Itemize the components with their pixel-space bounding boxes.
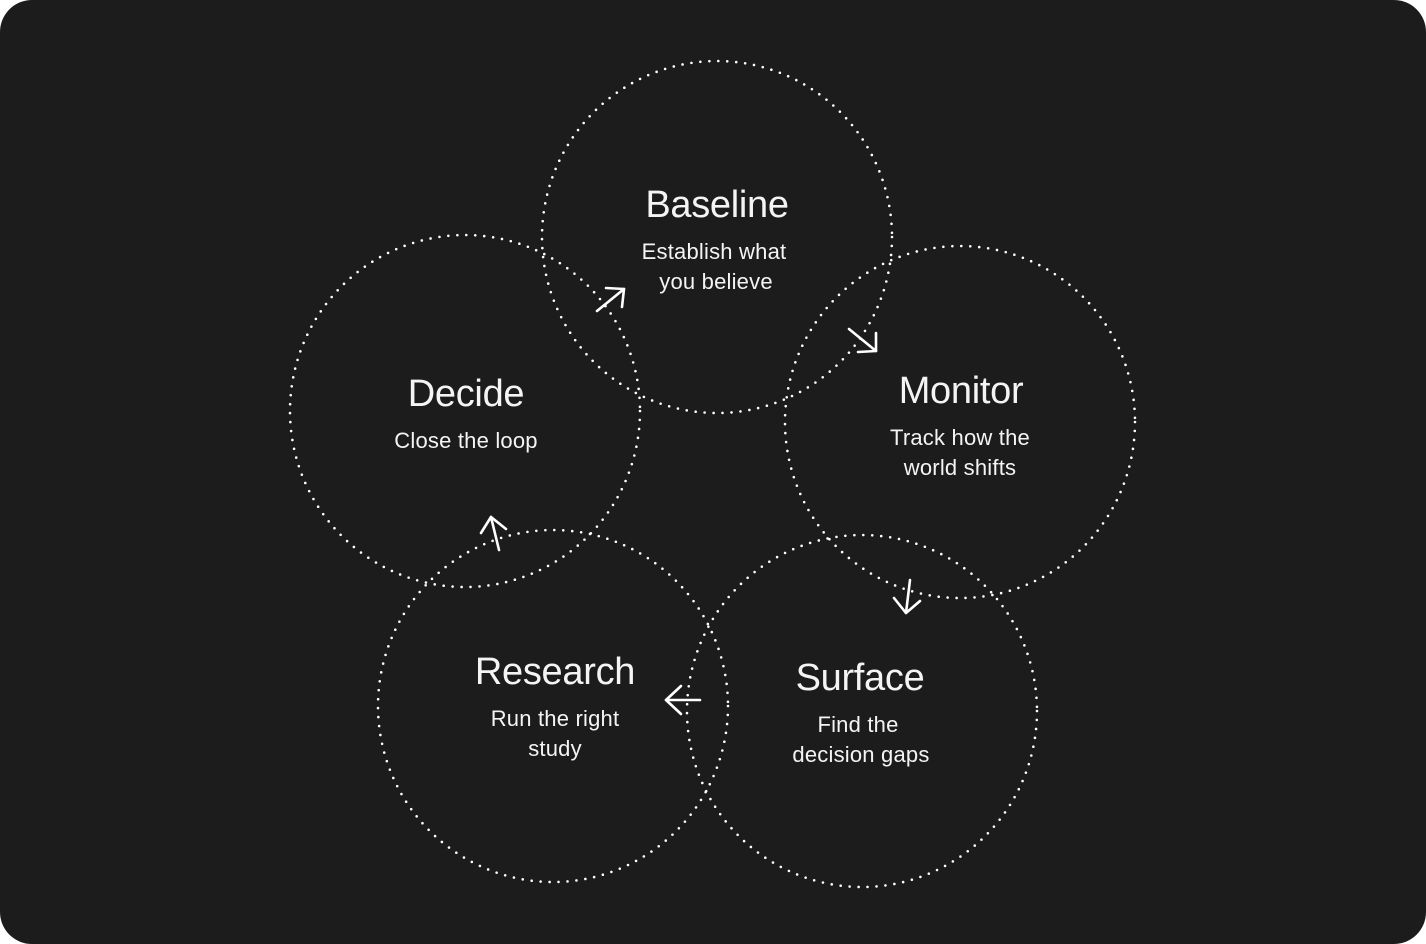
node-title: Baseline (645, 184, 788, 226)
node-baseline: Baseline Establish what you believe (642, 184, 789, 294)
rings (288, 59, 1137, 889)
arrow-down-right-icon (847, 327, 878, 354)
node-monitor: Monitor Track how the world shifts (890, 370, 1030, 480)
node-research: Research Run the right study (475, 651, 636, 761)
node-description-line: decision gaps (792, 742, 929, 767)
arrow-down-icon (892, 578, 922, 615)
node-description-line: Find the (817, 712, 898, 737)
node-description-line: world shifts (903, 455, 1016, 480)
node-title: Surface (796, 657, 925, 699)
arrow-up-icon (479, 515, 508, 552)
node-description-line: Run the right (491, 706, 620, 731)
node-decide: Decide Close the loop (394, 373, 537, 453)
node-description-line: study (528, 736, 582, 761)
node-description-line: you believe (659, 269, 773, 294)
node-surface: Surface Find the decision gaps (792, 657, 929, 767)
node-title: Decide (408, 373, 525, 415)
ring-decide (288, 233, 642, 589)
node-description-line: Close the loop (394, 428, 537, 453)
node-title: Monitor (899, 370, 1024, 412)
arrows (479, 286, 922, 716)
arrow-left-icon (664, 684, 702, 716)
arrow-up-right-icon (595, 286, 626, 313)
node-description-line: Track how the (890, 425, 1030, 450)
ring-surface (685, 533, 1039, 889)
node-description-line: Establish what (642, 239, 787, 264)
ring-research (376, 528, 730, 884)
ring-monitor (783, 244, 1137, 600)
node-title: Research (475, 651, 635, 693)
ring-baseline (540, 59, 894, 415)
